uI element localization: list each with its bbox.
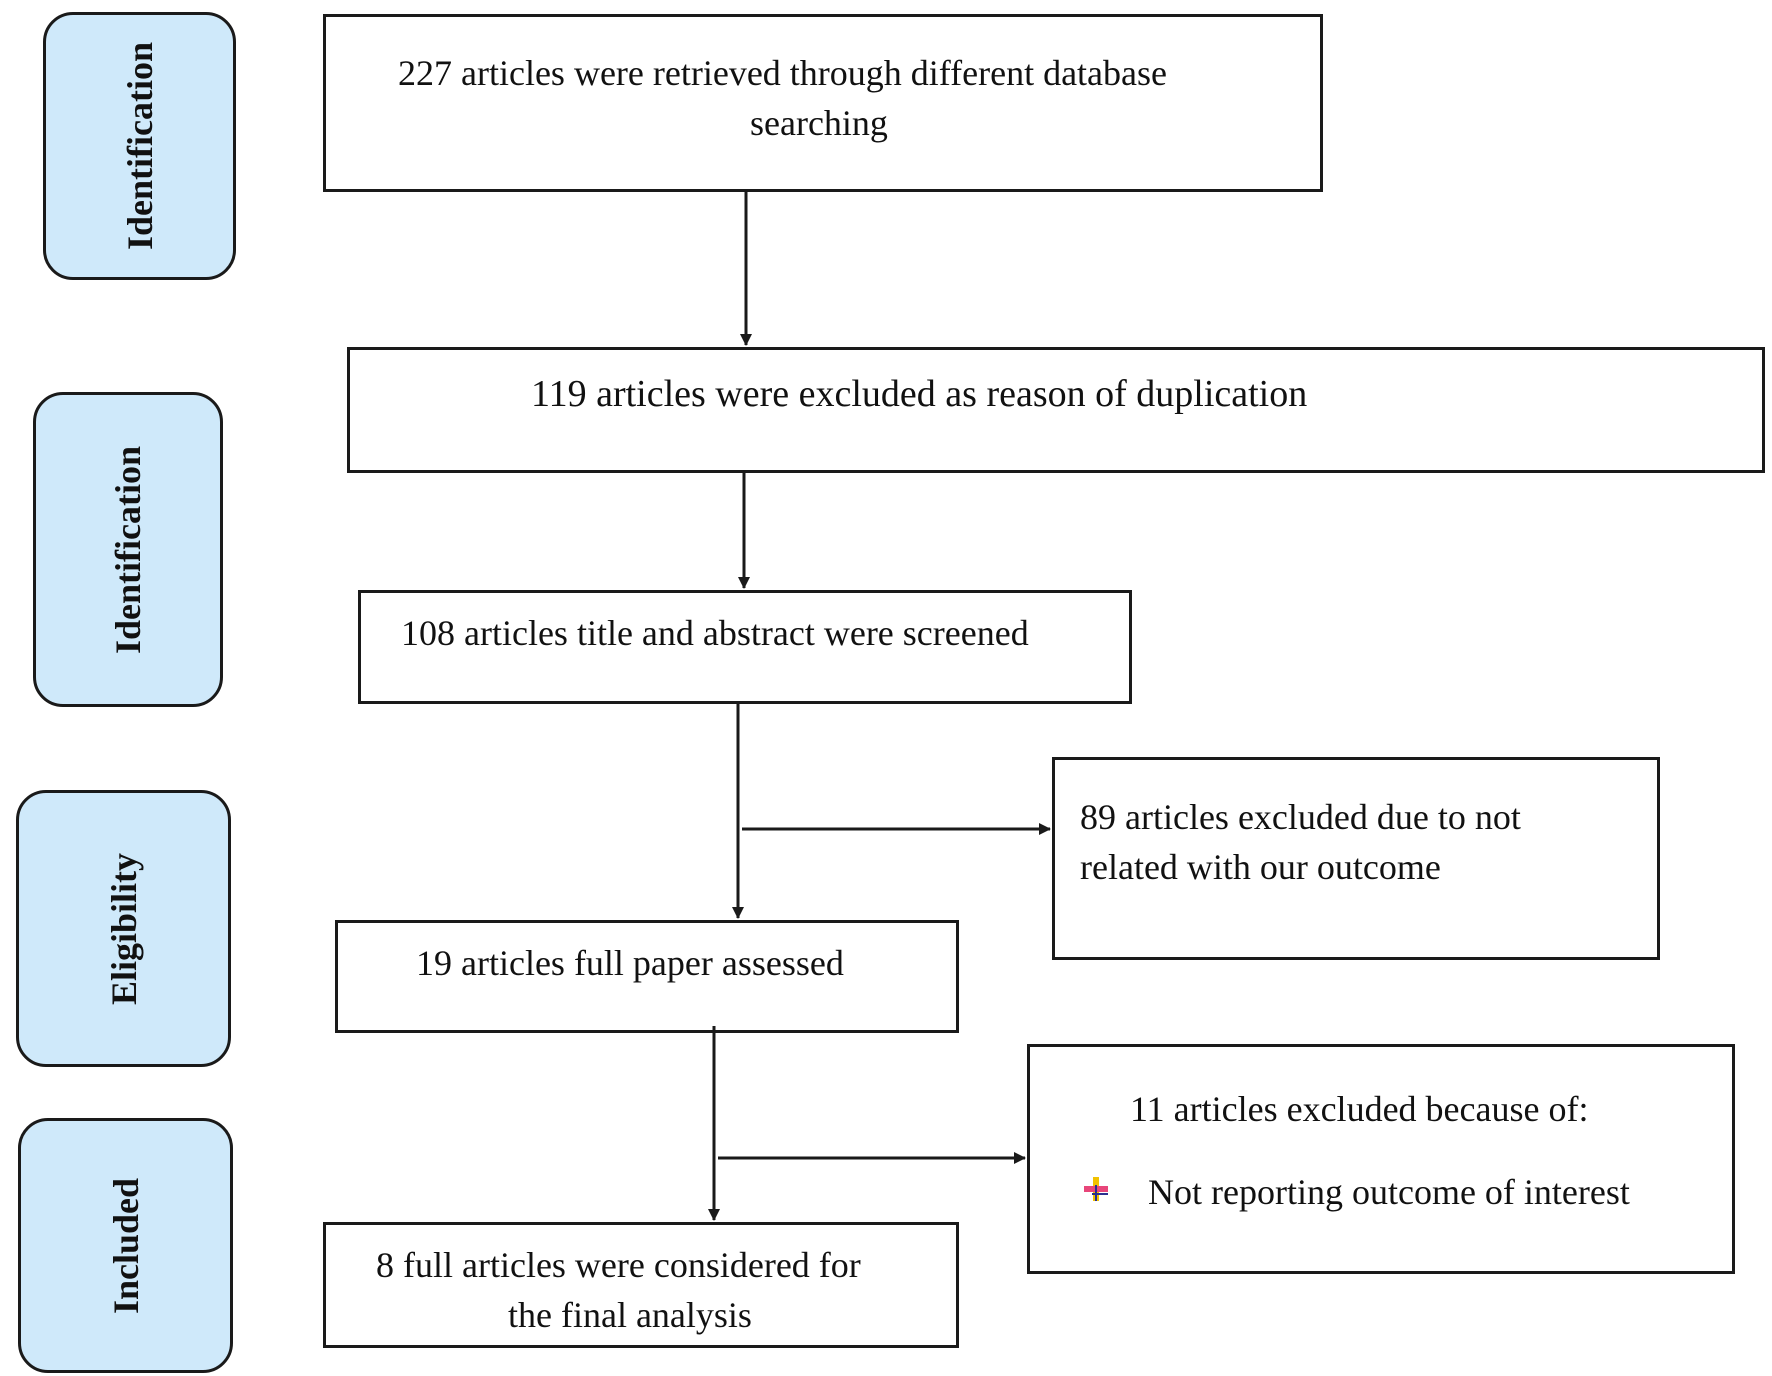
box-excluded-reasons-item: Not reporting outcome of interest [1148,1172,1630,1212]
box-excluded-unrelated-line2: related with our outcome [1080,847,1441,887]
box-full-paper: 19 articles full paper assessed [335,920,959,1033]
phase-identification-2: Identification [33,392,223,707]
box-full-paper-text: 19 articles full paper assessed [416,943,844,983]
box-retrieved-line1: 227 articles were retrieved through diff… [398,53,1167,93]
box-excluded-unrelated-line1: 89 articles excluded due to not [1080,797,1521,837]
phase-eligibility: Eligibility [16,790,231,1067]
box-excluded-unrelated: 89 articles excluded due to not related … [1052,757,1660,960]
box-excluded-reasons-heading: 11 articles excluded because of: [1130,1089,1589,1129]
phase-included: Included [18,1118,233,1373]
box-final: 8 full articles were considered for the … [323,1222,959,1348]
box-excluded-reasons: 11 articles excluded because of: Not rep… [1027,1044,1735,1274]
box-screened: 108 articles title and abstract were scr… [358,590,1132,704]
box-final-line1: 8 full articles were considered for [376,1245,861,1285]
box-screened-text: 108 articles title and abstract were scr… [401,613,1029,653]
box-final-line2: the final analysis [508,1295,752,1335]
box-duplicates-text: 119 articles were excluded as reason of … [531,373,1308,415]
plus-bullet-icon [1084,1177,1108,1201]
box-retrieved: 227 articles were retrieved through diff… [323,14,1323,192]
box-retrieved-line2: searching [750,103,888,143]
box-duplicates: 119 articles were excluded as reason of … [347,347,1765,473]
phase-identification-1: Identification [43,12,236,280]
